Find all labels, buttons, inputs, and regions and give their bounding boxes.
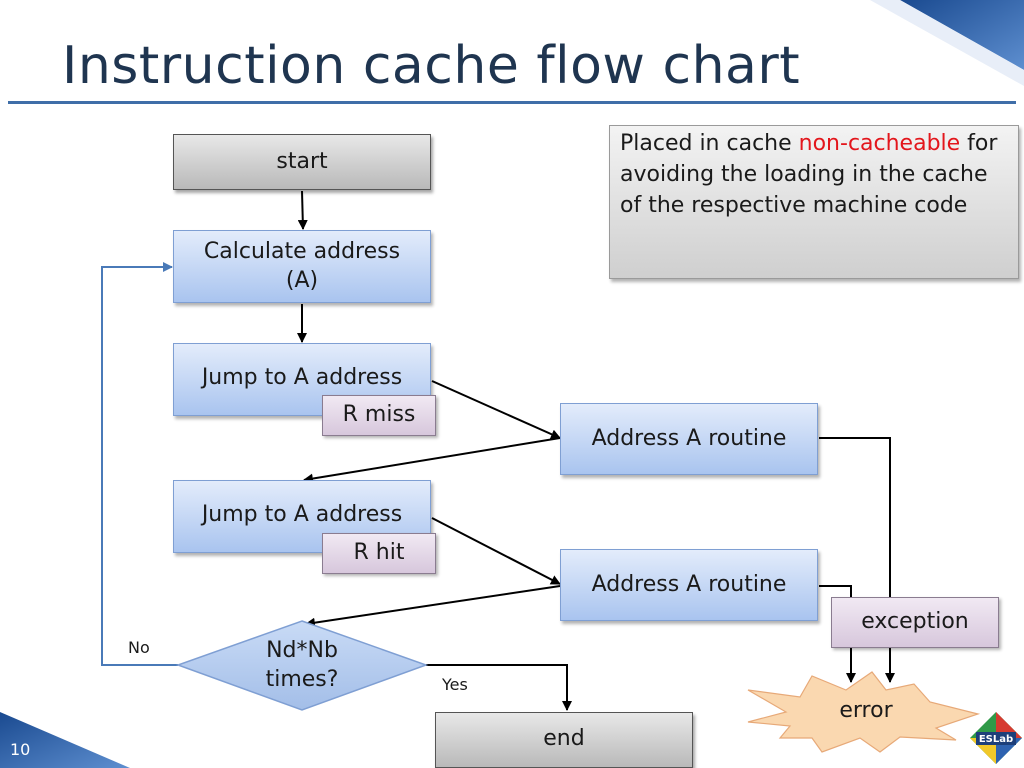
arrow-routine2-to-decision (305, 585, 561, 628)
arrow-jump1-to-routine1 (431, 380, 561, 439)
note-highlight: non-cacheable (798, 131, 961, 156)
decision-diamond (175, 620, 429, 711)
exception-tag: exception (831, 597, 999, 648)
note-text-part1: Placed in cache (620, 131, 799, 156)
r-miss-label: R miss (342, 402, 416, 428)
edge-label-no: No (128, 638, 150, 657)
calculate-address-param: (A) (285, 267, 319, 293)
decision-label-line1: Nd*Nb (266, 638, 338, 663)
jump-node-hit: Jump to A address (173, 480, 431, 553)
edge-label-yes: Yes (442, 675, 468, 694)
calculate-address-node: Calculate address (A) (173, 230, 431, 303)
jump-node-miss-label: Jump to A address (201, 365, 403, 390)
start-node: start (173, 134, 431, 190)
arrow-start-to-calc (297, 190, 308, 230)
jump-node-miss: Jump to A address (173, 343, 431, 416)
address-routine-node-1: Address A routine (560, 403, 818, 475)
exception-label: exception (861, 609, 969, 635)
arrow-routine2-to-error (819, 585, 856, 683)
error-burst (747, 671, 981, 753)
end-label: end (543, 726, 585, 751)
note-text-part2: for avoiding the loading in the cache of… (620, 131, 998, 218)
slide-title: Instruction cache flow chart (62, 36, 801, 96)
address-routine-label-2: Address A routine (591, 571, 787, 597)
note-box: Placed in cache non-cacheable for avoidi… (609, 125, 1019, 279)
arrow-jump2-to-routine2 (431, 517, 561, 585)
eslab-logo-text: ESLab (979, 734, 1013, 745)
start-label: start (276, 148, 328, 174)
decision-label: Nd*Nb times? (232, 636, 372, 694)
arrow-decision-yes-to-end (426, 664, 572, 711)
calculate-address-label: Calculate address (203, 238, 401, 264)
arrow-routine1-to-jump2 (303, 437, 561, 484)
r-miss-tag: R miss (322, 395, 436, 436)
end-node: end (435, 712, 693, 768)
corner-decoration-bottom (0, 712, 130, 768)
page-number: 10 (10, 740, 31, 759)
title-underline (8, 101, 1016, 104)
r-hit-label: R hit (353, 540, 405, 566)
arrow-decision-no-loop (101, 262, 178, 666)
address-routine-label-1: Address A routine (591, 425, 787, 451)
error-label: error (839, 698, 893, 723)
eslab-logo: ESLab (970, 712, 1022, 764)
r-hit-tag: R hit (322, 533, 436, 574)
address-routine-node-2: Address A routine (560, 549, 818, 621)
jump-node-hit-label: Jump to A address (201, 502, 403, 527)
corner-decoration-top (870, 0, 1024, 86)
decision-label-line2: times? (265, 667, 339, 692)
